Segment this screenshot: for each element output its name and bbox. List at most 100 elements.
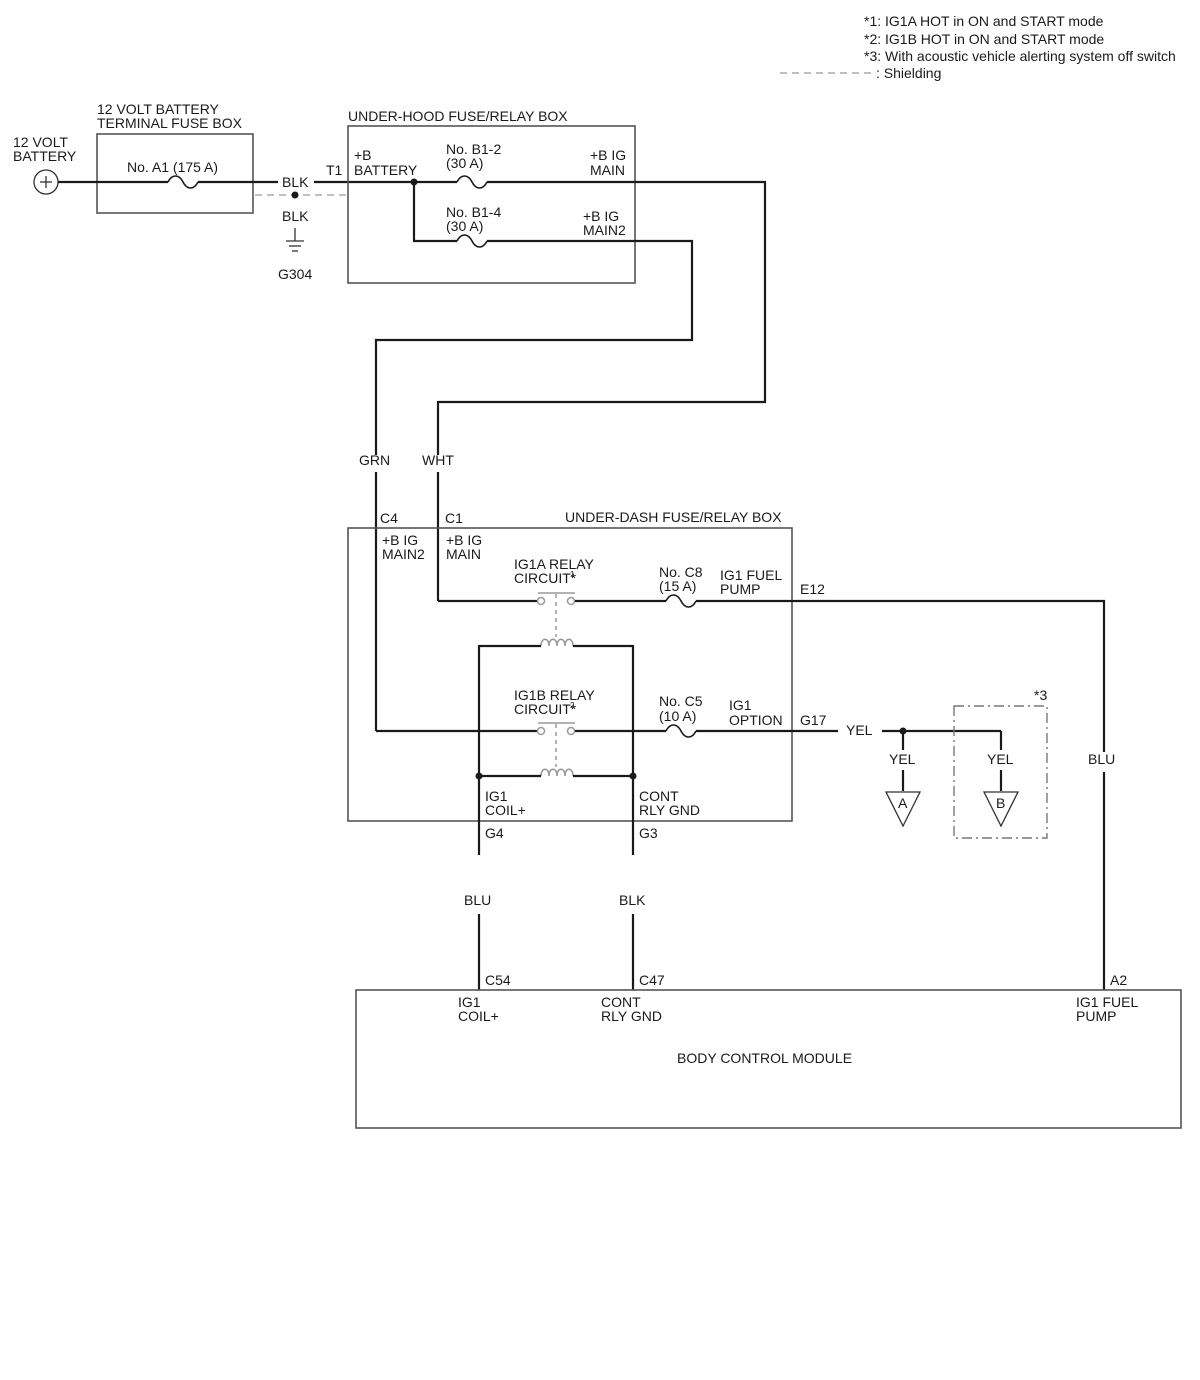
fuse-c8-rating: (15 A) — [659, 578, 696, 594]
bcm-outline — [355, 989, 1182, 1129]
fuse-a1-symbol — [167, 175, 199, 189]
option-box-3 — [953, 705, 1048, 839]
splice-coil-right — [629, 772, 637, 780]
shield-splice-dot — [291, 191, 299, 199]
under-dash-out-fuel-line1: IG1 FUEL — [720, 567, 782, 583]
wire-coil-right — [573, 644, 635, 855]
under-hood-out2-line1: +B IG — [583, 208, 619, 224]
under-dash-gnd-line1: CONT — [639, 788, 679, 804]
wire-label-wht: WHT — [422, 452, 454, 468]
fuse-c8-name: No. C8 — [659, 564, 703, 580]
under-dash-in-main-line2: MAIN — [446, 546, 481, 562]
under-hood-out1-line1: +B IG — [590, 147, 626, 163]
wire-label-blu-right: BLU — [1088, 751, 1115, 767]
ground-name-g304: G304 — [278, 266, 312, 282]
connector-a-triangle — [884, 791, 922, 828]
notes-legend: *1: IG1A HOT in ON and START mode *2: IG… — [780, 13, 1176, 81]
relay-ig1b-superscript: 2 — [570, 701, 575, 710]
battery-label-line1: 12 VOLT — [13, 134, 68, 150]
under-dash-out-option-line1: IG1 — [729, 697, 752, 713]
wire-main2-to-grn — [374, 239, 694, 455]
terminal-fuse-box-title1: 12 VOLT BATTERY — [97, 101, 220, 117]
wire-to-fuse-b1-4 — [412, 182, 457, 243]
under-hood-outline — [347, 125, 636, 284]
note-2: *2: IG1B HOT in ON and START mode — [864, 31, 1104, 47]
relay-ig1b-coil — [540, 768, 574, 777]
relay-ig1a — [438, 592, 666, 647]
under-hood-out1-line2: MAIN — [590, 162, 625, 178]
wire-label-blk: BLK — [619, 892, 646, 908]
under-hood-title: UNDER-HOOD FUSE/RELAY BOX — [348, 108, 568, 124]
connector-a: A — [884, 791, 922, 828]
terminal-c1: C1 — [445, 510, 463, 526]
terminal-e12: E12 — [800, 581, 825, 597]
wire-label-blk-drop: BLK — [282, 208, 309, 224]
connector-a-label: A — [898, 795, 908, 811]
wire-main-to-wht — [436, 180, 767, 455]
under-dash-in-main-line1: +B IG — [446, 532, 482, 548]
wire-label-grn: GRN — [359, 452, 390, 468]
connector-b: B — [982, 791, 1020, 828]
under-hood-input-line2: BATTERY — [354, 162, 418, 178]
fuse-c5-symbol — [665, 724, 697, 738]
fuse-b1-4-rating: (30 A) — [446, 218, 483, 234]
note-shielding: : Shielding — [876, 65, 941, 81]
under-hood-fuse-box: UNDER-HOOD FUSE/RELAY BOX T1 +B BATTERY … — [326, 108, 636, 284]
bcm-gnd-line2: RLY GND — [601, 1008, 662, 1024]
wire-label-yel-a: YEL — [889, 751, 916, 767]
under-dash-out-fuel-line2: PUMP — [720, 581, 760, 597]
relay-ig1b-label-line2: CIRCUIT* — [514, 701, 577, 717]
relay-ig1b — [376, 722, 666, 780]
wire-coil-left — [477, 644, 541, 855]
splice-coil-left — [475, 772, 483, 780]
battery: 12 VOLT BATTERY — [13, 134, 77, 195]
battery-label-line2: BATTERY — [13, 148, 77, 164]
connector-b-label: B — [996, 795, 1005, 811]
relay-ig1a-superscript: 1 — [570, 570, 575, 579]
wire-label-yel-b: YEL — [987, 751, 1014, 767]
fuse-a1 — [167, 175, 199, 189]
fuse-b1-2-rating: (30 A) — [446, 155, 483, 171]
wire-fuel-pump-out — [696, 599, 1106, 752]
terminal-fuse-box-title2: TERMINAL FUSE BOX — [97, 115, 243, 131]
fuse-b1-2-symbol — [456, 175, 488, 189]
bcm-fuel-line2: PUMP — [1076, 1008, 1116, 1024]
terminal-g3: G3 — [639, 825, 658, 841]
fuse-c8-symbol — [665, 594, 697, 608]
option-marker-3: *3 — [1034, 687, 1047, 703]
fuse-c5-name: No. C5 — [659, 693, 703, 709]
fuse-a1-label: No. A1 (175 A) — [127, 159, 218, 175]
under-dash-coil-line1: IG1 — [485, 788, 508, 804]
fuse-b1-4-symbol — [456, 234, 488, 248]
under-dash-out-option-line2: OPTION — [729, 712, 783, 728]
bcm-fuel-line1: IG1 FUEL — [1076, 994, 1138, 1010]
under-dash-coil-line2: COIL+ — [485, 802, 526, 818]
terminal-g17: G17 — [800, 712, 827, 728]
under-dash-fuse-box: UNDER-DASH FUSE/RELAY BOX C4 C1 +B IG MA… — [347, 509, 827, 841]
bcm-coil-line2: COIL+ — [458, 1008, 499, 1024]
wire-label-blu: BLU — [464, 892, 491, 908]
fuse-c5-rating: (10 A) — [659, 708, 696, 724]
relay-ig1a-coil — [540, 638, 574, 647]
under-dash-in-main2-line2: MAIN2 — [382, 546, 425, 562]
wire-label-blk-top: BLK — [282, 174, 309, 190]
terminal-c47: C47 — [639, 972, 665, 988]
terminal-g4: G4 — [485, 825, 504, 841]
bcm-gnd-line1: CONT — [601, 994, 641, 1010]
terminal-a2: A2 — [1110, 972, 1127, 988]
fuse-b1-4-name: No. B1-4 — [446, 204, 501, 220]
terminal-fuse-box: 12 VOLT BATTERY TERMINAL FUSE BOX No. A1… — [96, 101, 254, 214]
under-dash-in-main2-line1: +B IG — [382, 532, 418, 548]
connector-b-triangle — [982, 791, 1020, 828]
terminal-c4: C4 — [380, 510, 398, 526]
ground-icon — [286, 240, 304, 252]
terminal-c54: C54 — [485, 972, 511, 988]
relay-ig1b-label-line1: IG1B RELAY — [514, 687, 595, 703]
bcm-coil-line1: IG1 — [458, 994, 481, 1010]
note-1: *1: IG1A HOT in ON and START mode — [864, 13, 1104, 29]
body-control-module: C54 C47 A2 IG1 COIL+ CONT RLY GND IG1 FU… — [355, 972, 1182, 1129]
under-hood-input-line1: +B — [354, 147, 372, 163]
under-dash-outline — [347, 527, 793, 822]
relay-ig1a-label-line2: CIRCUIT* — [514, 570, 577, 586]
